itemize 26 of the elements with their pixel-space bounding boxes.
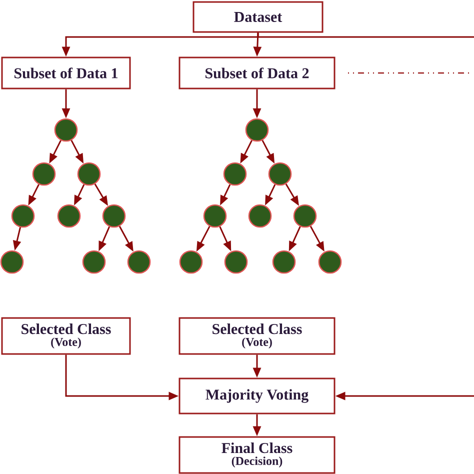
process-box: Dataset <box>192 1 324 33</box>
tree-node-circle <box>0 250 24 274</box>
tree-node-circle <box>318 250 342 274</box>
tree-node-circle <box>57 204 81 228</box>
tree-node-circle <box>203 204 227 228</box>
process-box: Final Class (Decision) <box>178 436 336 474</box>
process-box: Selected Class (Vote) <box>178 317 336 355</box>
tree-node-circle <box>179 250 203 274</box>
tree-node-circle <box>32 162 56 186</box>
tree-node-circle <box>54 118 78 142</box>
tree-node-circle <box>293 204 317 228</box>
tree-node-circle <box>77 162 101 186</box>
tree-node-circle <box>223 162 247 186</box>
tree-node-circle <box>82 250 106 274</box>
tree-node-circle <box>245 118 269 142</box>
tree-node-circle <box>11 204 35 228</box>
tree-node-circle <box>224 250 248 274</box>
process-box: Subset of Data 1 <box>1 56 131 90</box>
tree-node-circle <box>248 204 272 228</box>
tree-node-circle <box>272 250 296 274</box>
tree-node-circle <box>127 250 151 274</box>
tree-node-circle <box>268 162 292 186</box>
tree-node-circle <box>102 204 126 228</box>
process-box: Majority Voting <box>178 378 336 414</box>
process-box: Subset of Data 2 <box>178 56 336 90</box>
process-box: Selected Class (Vote) <box>1 317 131 355</box>
